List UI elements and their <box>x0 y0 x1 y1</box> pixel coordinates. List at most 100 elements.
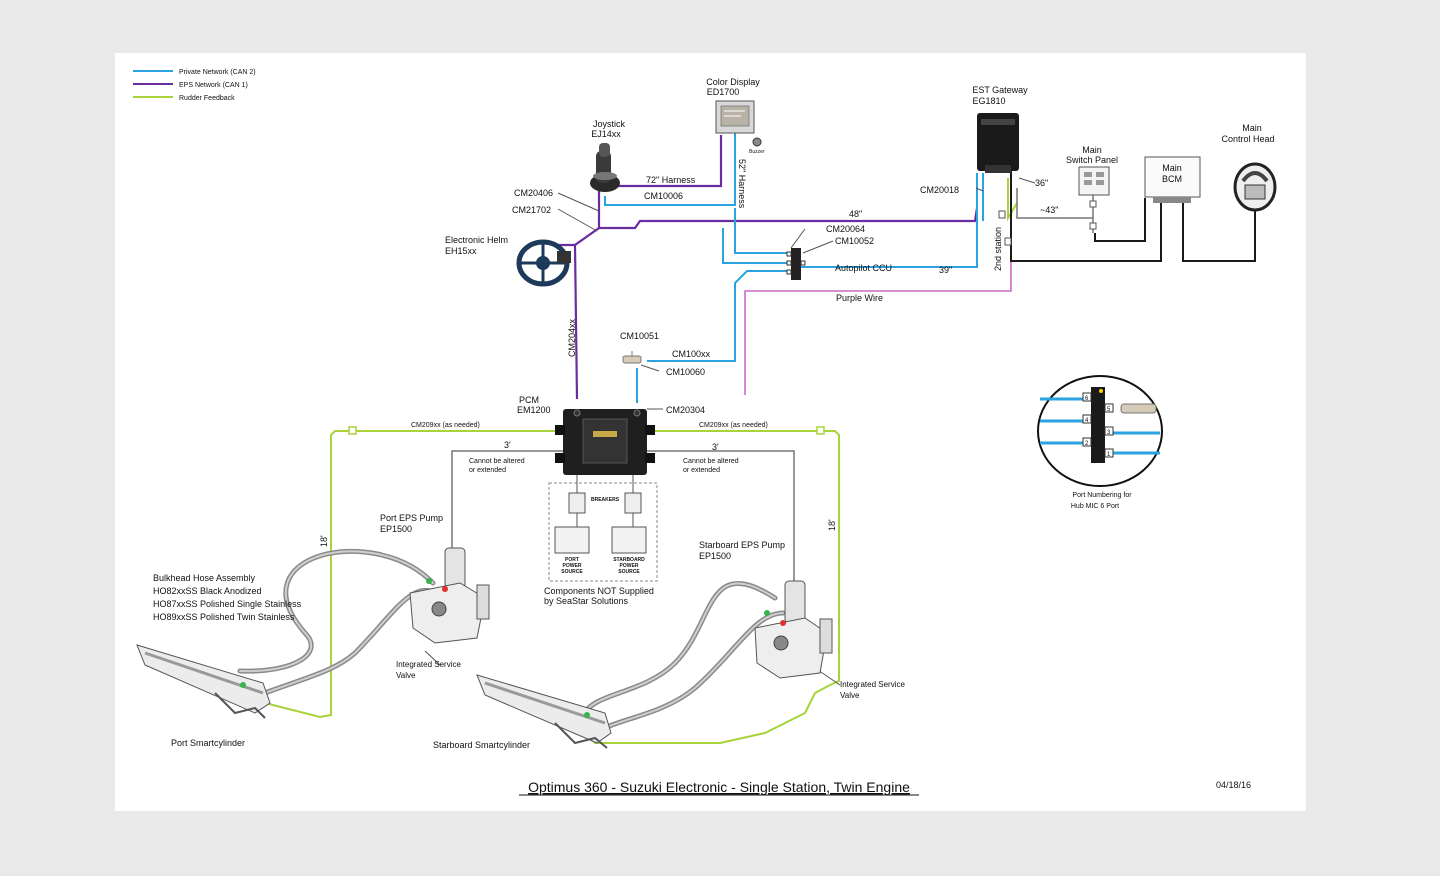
legend-label-eps: EPS Network (CAN 1) <box>179 82 248 89</box>
control-head-label-1: Main <box>1242 123 1262 133</box>
label-cm10051: CM10051 <box>620 331 659 341</box>
label-18-left: 18' <box>319 535 329 547</box>
main-switch-panel-device <box>1078 166 1110 196</box>
not-supplied-box: BREAKERS PORT POWER SOURCE STARBOARD POW… <box>548 475 658 582</box>
port-cylinder-label: Port Smartcylinder <box>171 738 245 748</box>
wiring-diagram: Private Network (CAN 2) EPS Network (CAN… <box>133 69 1277 796</box>
est-gateway-label: EST Gateway <box>972 85 1028 95</box>
bcm-label-2: BCM <box>1162 174 1182 184</box>
port-power-line1: PORT <box>565 557 579 563</box>
stbd-power-line3: SOURCE <box>618 569 640 575</box>
label-36: 36" <box>1035 178 1048 188</box>
stbd-pump-model: EP1500 <box>699 551 731 561</box>
leader-port-valve <box>424 650 441 666</box>
cm10051-terminator <box>622 351 642 364</box>
wire-stbd-pump-harness <box>647 450 795 585</box>
bulkhead-line-2: HO87xxSS Polished Single Stainless <box>153 599 302 609</box>
stbd-power-line1: STARBOARD <box>613 557 645 563</box>
wires <box>239 133 1256 744</box>
joystick-device <box>590 143 620 192</box>
breakers-label: BREAKERS <box>591 497 620 503</box>
hub-caption-2: Hub MIC 6 Port <box>1071 503 1119 510</box>
est-gateway-device <box>977 113 1019 173</box>
stbd-power-line2: POWER <box>620 563 639 569</box>
buzzer-label: Buzzer <box>749 149 765 155</box>
label-cannot-left-2: or extended <box>469 467 506 474</box>
battery-port <box>554 526 590 554</box>
port-power-line2: POWER <box>563 563 582 569</box>
autopilot-ccu-label: Autopilot CCU <box>835 263 892 273</box>
hub-mic-inset: 6 5 4 3 2 1 <box>1037 375 1163 487</box>
connector-green-left <box>348 426 357 435</box>
electronic-helm-device <box>516 239 571 287</box>
color-display-label: Color Display <box>706 77 760 87</box>
label-cm20304: CM20304 <box>666 405 705 415</box>
label-3-left: 3' <box>504 440 511 450</box>
wire-39 <box>801 173 978 268</box>
pcm-model: EM1200 <box>517 405 551 415</box>
hub-caption-1: Port Numbering for <box>1072 492 1132 499</box>
label-43: ~43" <box>1040 205 1058 215</box>
label-39: 39" <box>939 265 952 275</box>
label-18-right: 18' <box>827 519 837 531</box>
hub-port-2: 2 <box>1085 441 1089 447</box>
label-2nd-station: 2nd station <box>993 227 1003 271</box>
buzzer-icon <box>752 137 762 147</box>
port-pump-label: Port EPS Pump <box>380 513 443 523</box>
port-pump-model: EP1500 <box>380 524 412 534</box>
battery-starboard <box>611 526 647 554</box>
color-display-device: Buzzer <box>715 100 765 155</box>
wire-48-harness <box>599 207 979 230</box>
joystick-label: Joystick <box>593 119 626 129</box>
label-72-harness: 72" Harness <box>646 175 696 185</box>
leader-cm10060 <box>640 364 660 372</box>
leader-cm20018 <box>975 187 984 192</box>
label-cm21702: CM21702 <box>512 205 551 215</box>
wire-port-pump-harness <box>451 450 563 553</box>
connector-gateway-b <box>1004 237 1012 246</box>
label-cm10006: CM10006 <box>644 191 683 201</box>
legend-label-rudder: Rudder Feedback <box>179 95 235 102</box>
label-3-right: 3' <box>712 442 719 452</box>
stbd-cylinder-label: Starboard Smartcylinder <box>433 740 530 750</box>
bulkhead-label: Bulkhead Hose Assembly <box>153 573 256 583</box>
label-cannot-right-2: or extended <box>683 467 720 474</box>
hub-port-1: 1 <box>1107 452 1111 458</box>
not-supplied-line-1: Components NOT Supplied <box>544 586 654 596</box>
control-head-label-2: Control Head <box>1221 134 1274 144</box>
main-bcm-device <box>1144 156 1201 203</box>
hub-port-5: 5 <box>1107 407 1111 413</box>
label-48: 48" <box>849 209 862 219</box>
connector-green-right <box>816 426 825 435</box>
est-gateway-model: EG1810 <box>972 96 1005 106</box>
connector-gateway-a <box>998 210 1006 219</box>
port-eps-pump-device <box>409 547 490 644</box>
ccu-connector <box>786 248 806 280</box>
port-valve-label-1: Integrated Service <box>396 660 461 669</box>
label-purple-wire: Purple Wire <box>836 293 883 303</box>
wire-gateway-bcm <box>1010 168 1162 262</box>
helm-label: Electronic Helm <box>445 235 508 245</box>
label-52-harness: 52" Harness <box>737 159 747 209</box>
label-cm20064: CM20064 <box>826 224 865 234</box>
wire-52-harness <box>734 208 791 254</box>
wire-switch-panel <box>1016 188 1093 219</box>
port-valve-label-2: Valve <box>396 671 416 680</box>
main-control-head-device <box>1233 162 1277 212</box>
wire-rudder-starboard <box>584 430 840 744</box>
stbd-valve-label-2: Valve <box>840 691 860 700</box>
color-display-model: ED1700 <box>707 87 740 97</box>
connector-switch-a <box>1089 200 1097 208</box>
diagram-canvas: Private Network (CAN 2) EPS Network (CAN… <box>115 53 1306 811</box>
leader-cm20406 <box>557 192 600 212</box>
hub-port-3: 3 <box>1107 430 1111 436</box>
wire-72-harness <box>610 135 723 188</box>
wire-cm100xx <box>647 270 791 362</box>
leader-36 <box>1018 177 1036 184</box>
bulkhead-line-3: HO89xxSS Polished Twin Stainless <box>153 612 295 622</box>
leader-cm10052 <box>802 240 834 254</box>
stbd-pump-label: Starboard EPS Pump <box>699 540 785 550</box>
pcm-label: PCM <box>519 395 539 405</box>
connector-switch-b <box>1089 222 1097 230</box>
wire-bcm-left <box>1094 198 1146 242</box>
